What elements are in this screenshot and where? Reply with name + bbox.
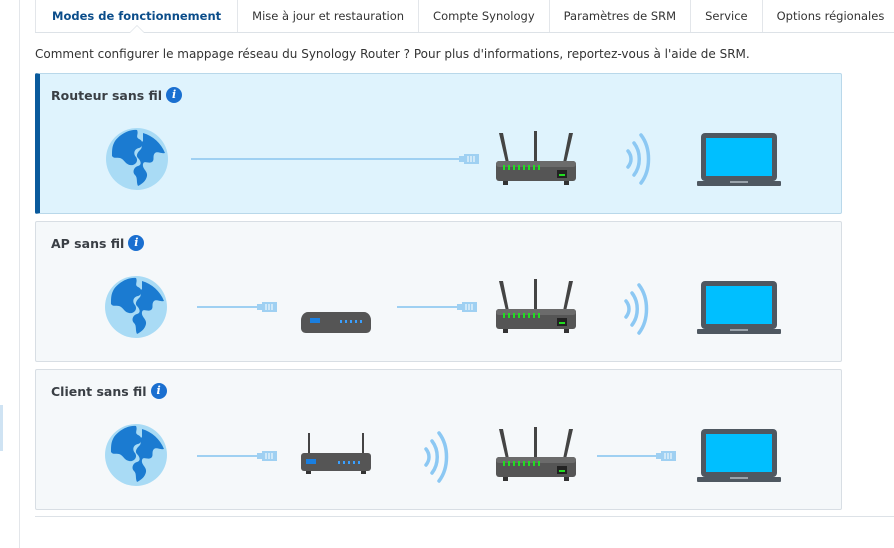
cable-line <box>197 455 259 457</box>
wifi-signal-icon <box>624 131 652 187</box>
info-icon[interactable]: i <box>166 87 183 103</box>
wifi-signal-icon <box>622 281 650 337</box>
mode-title: Routeur sans fil <box>51 87 163 103</box>
description-text: Comment configurer le mappage réseau du … <box>35 47 750 61</box>
tab-mise-a-jour[interactable]: Mise à jour et restauration <box>238 0 420 32</box>
laptop-icon <box>697 428 781 484</box>
cable-line <box>197 306 259 308</box>
tab-service[interactable]: Service <box>691 0 763 32</box>
ethernet-plug-icon <box>257 301 277 313</box>
ethernet-plug-icon <box>257 450 277 462</box>
laptop-icon <box>697 132 781 188</box>
tab-compte-synology[interactable]: Compte Synology <box>419 0 550 32</box>
router-icon <box>495 279 577 335</box>
modem-icon <box>300 310 372 334</box>
tab-modes-de-fonctionnement[interactable]: Modes de fonctionnement <box>35 0 239 33</box>
laptop-icon <box>697 280 781 336</box>
ethernet-plug-icon <box>457 301 477 313</box>
info-icon[interactable]: i <box>128 235 145 251</box>
cable-line <box>597 455 661 457</box>
left-panel-border <box>19 0 20 548</box>
cable-line <box>397 306 459 308</box>
left-panel-indicator <box>0 405 3 451</box>
info-icon[interactable]: i <box>150 383 167 399</box>
cable-line <box>191 158 461 160</box>
globe-icon <box>104 423 168 487</box>
ethernet-plug-icon <box>656 450 676 462</box>
globe-icon <box>105 127 169 191</box>
ethernet-plug-icon <box>459 153 479 165</box>
mode-title: AP sans fil <box>51 235 125 251</box>
router-icon <box>495 131 577 187</box>
mode-title: Client sans fil <box>51 383 147 399</box>
client-router-icon <box>300 431 372 477</box>
tab-bar: Modes de fonctionnement Mise à jour et r… <box>35 0 894 33</box>
globe-icon <box>104 275 168 339</box>
wifi-signal-icon <box>422 429 450 485</box>
bottom-divider <box>35 516 894 517</box>
router-icon <box>495 427 577 483</box>
tab-options-regionales[interactable]: Options régionales <box>763 0 894 32</box>
tab-parametres-srm[interactable]: Paramètres de SRM <box>550 0 692 32</box>
